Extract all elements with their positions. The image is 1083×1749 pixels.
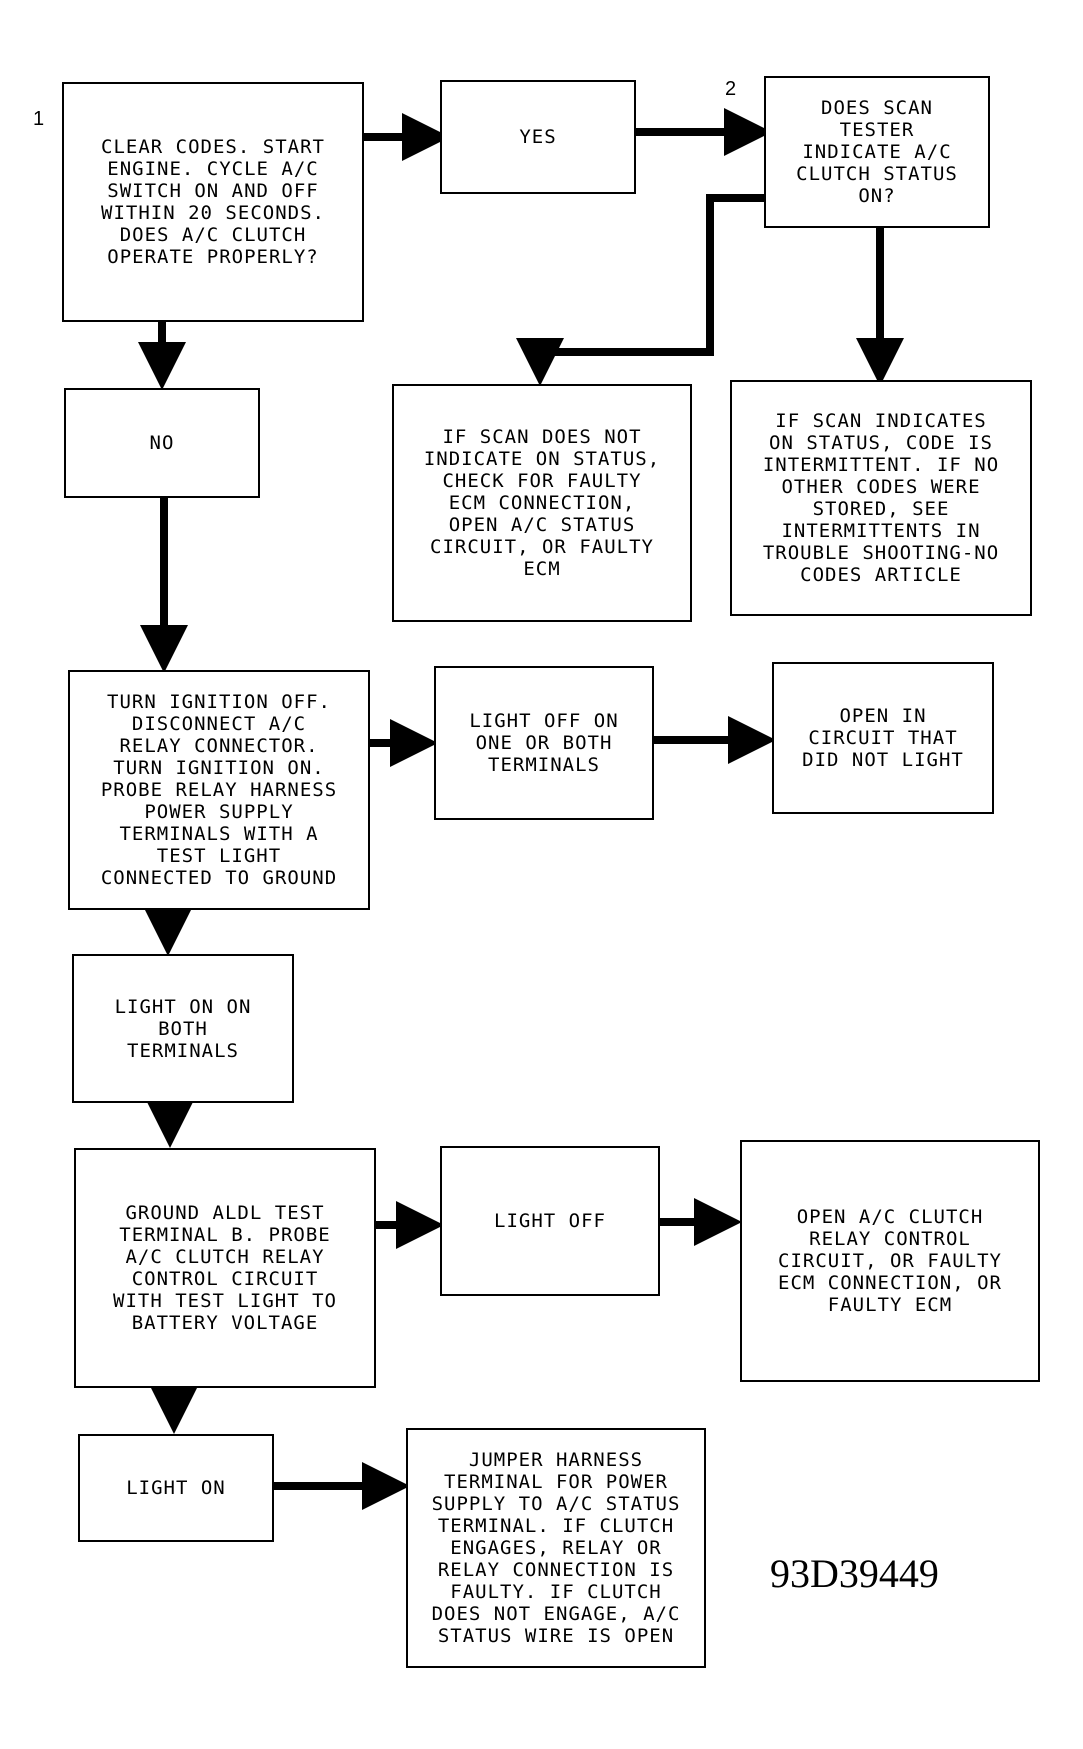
box-turn-ignition-off: TURN IGNITION OFF. DISCONNECT A/C RELAY … xyxy=(68,670,370,910)
box-clear-codes-question: CLEAR CODES. START ENGINE. CYCLE A/C SWI… xyxy=(62,82,364,322)
box-open-relay-control: OPEN A/C CLUTCH RELAY CONTROL CIRCUIT, O… xyxy=(740,1140,1040,1382)
box-light-off-one-or-both: LIGHT OFF ON ONE OR BOTH TERMINALS xyxy=(434,666,654,820)
box-ground-aldl-text: GROUND ALDL TEST TERMINAL B. PROBE A/C C… xyxy=(113,1202,337,1334)
box-turn-ignition-text: TURN IGNITION OFF. DISCONNECT A/C RELAY … xyxy=(100,691,338,889)
box-open-circuit-text: OPEN IN CIRCUIT THAT DID NOT LIGHT xyxy=(802,705,964,771)
box-light-on-both-terminals: LIGHT ON ON BOTH TERMINALS xyxy=(72,954,294,1103)
box-clear-codes-text: CLEAR CODES. START ENGINE. CYCLE A/C SWI… xyxy=(101,136,325,268)
box-scan-not-on-status: IF SCAN DOES NOT INDICATE ON STATUS, CHE… xyxy=(392,384,692,622)
box-no-text: NO xyxy=(149,432,175,454)
box-ground-aldl-test: GROUND ALDL TEST TERMINAL B. PROBE A/C C… xyxy=(74,1148,376,1388)
box-scan-not-on-text: IF SCAN DOES NOT INDICATE ON STATUS, CHE… xyxy=(423,426,661,580)
box-yes: YES xyxy=(440,80,636,194)
box-scan-on-text: IF SCAN INDICATES ON STATUS, CODE IS INT… xyxy=(762,410,1000,586)
box-jumper-harness: JUMPER HARNESS TERMINAL FOR POWER SUPPLY… xyxy=(406,1428,706,1668)
box-no: NO xyxy=(64,388,260,498)
box-light-on-both-text: LIGHT ON ON BOTH TERMINALS xyxy=(114,995,252,1062)
box-light-off-one-text: LIGHT OFF ON ONE OR BOTH TERMINALS xyxy=(469,710,619,776)
box-open-circuit-not-lit: OPEN IN CIRCUIT THAT DID NOT LIGHT xyxy=(772,662,994,814)
box-light-off-text: LIGHT OFF xyxy=(494,1210,606,1232)
box-scan-tester-text: DOES SCAN TESTER INDICATE A/C CLUTCH STA… xyxy=(796,97,958,207)
step-number-1: 1 xyxy=(33,108,45,130)
box-jumper-harness-text: JUMPER HARNESS TERMINAL FOR POWER SUPPLY… xyxy=(431,1449,681,1647)
arrow-b2-to-scan-not-on xyxy=(516,194,768,386)
figure-id: 93D39449 xyxy=(770,1551,939,1596)
box-light-on-text: LIGHT ON xyxy=(126,1477,226,1499)
box-light-on: LIGHT ON xyxy=(78,1434,274,1542)
box-light-off: LIGHT OFF xyxy=(440,1146,660,1296)
box-open-relay-text: OPEN A/C CLUTCH RELAY CONTROL CIRCUIT, O… xyxy=(778,1206,1002,1316)
step-number-2: 2 xyxy=(725,78,737,100)
box-yes-text: YES xyxy=(519,126,557,148)
box-scan-tester-question: DOES SCAN TESTER INDICATE A/C CLUTCH STA… xyxy=(764,76,990,228)
box-scan-on-status: IF SCAN INDICATES ON STATUS, CODE IS INT… xyxy=(730,380,1032,616)
